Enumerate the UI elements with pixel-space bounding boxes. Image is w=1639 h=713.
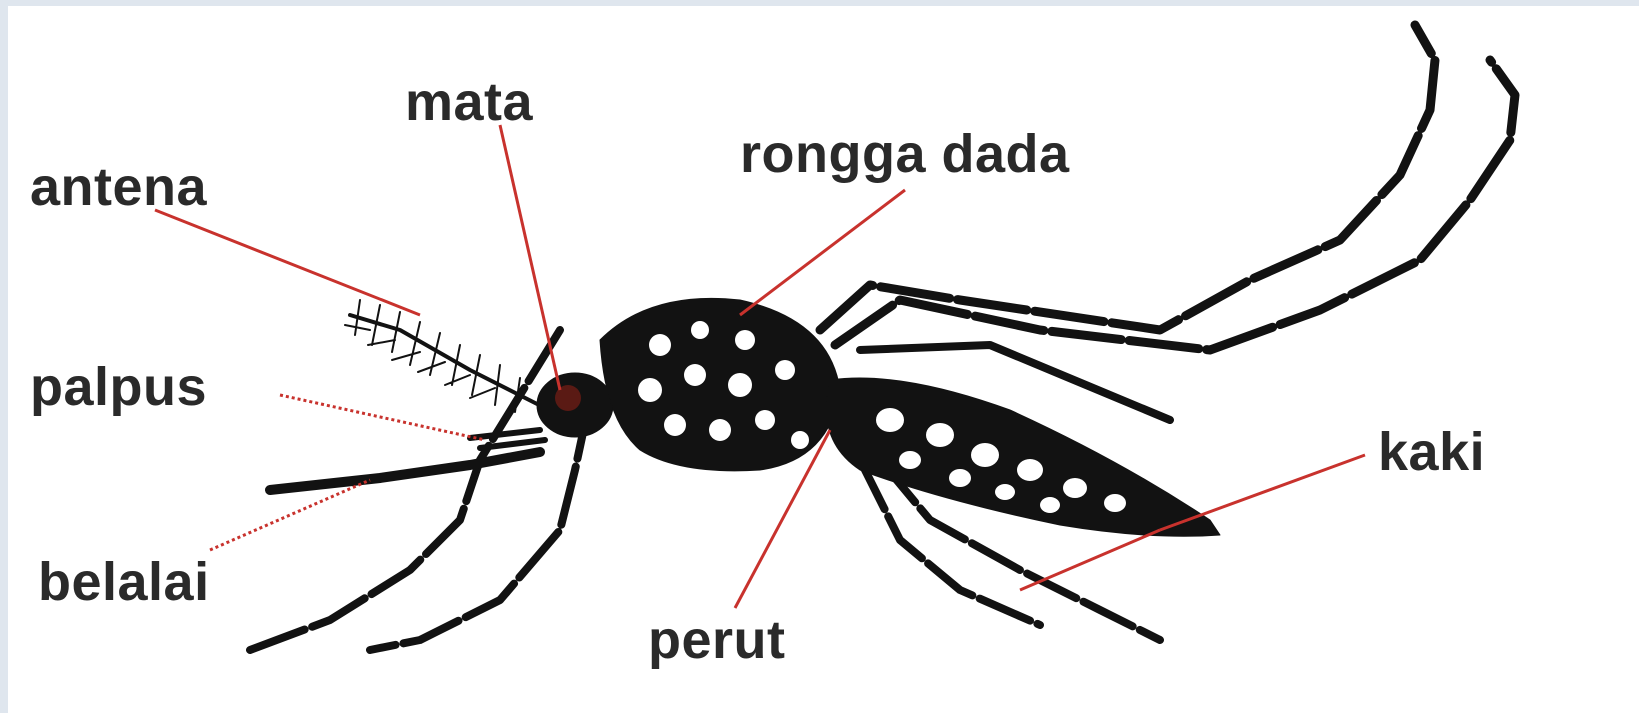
label-mata: mata bbox=[405, 75, 533, 129]
label-belalai: belalai bbox=[38, 555, 210, 609]
label-palpus: palpus bbox=[30, 360, 207, 414]
label-rongga-dada: rongga dada bbox=[740, 127, 1070, 181]
label-perut: perut bbox=[648, 613, 786, 667]
label-kaki: kaki bbox=[1378, 425, 1485, 479]
label-antena: antena bbox=[30, 160, 207, 214]
